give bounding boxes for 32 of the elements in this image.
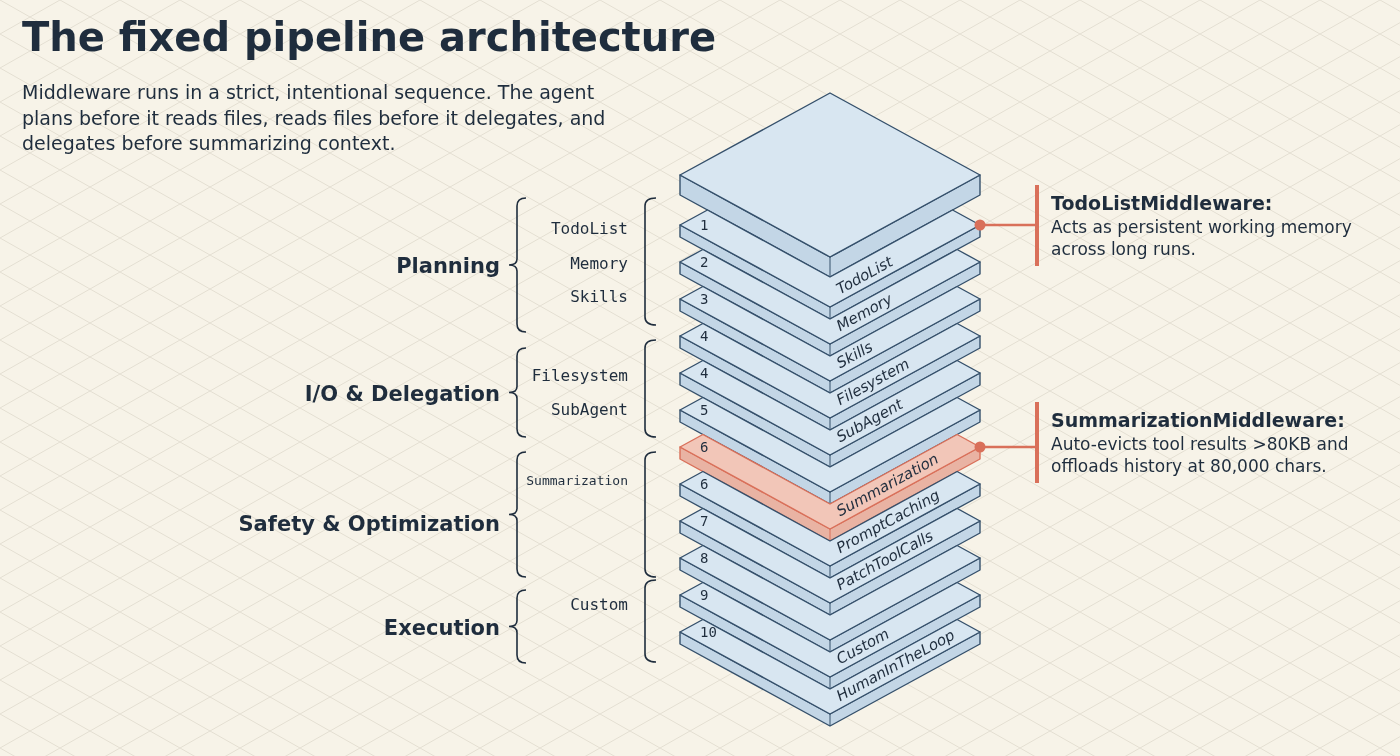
layer-number: 8: [700, 550, 709, 566]
callout-heading: TodoListMiddleware:: [1051, 191, 1274, 216]
middleware-name: Summarization: [526, 472, 628, 490]
layer-slab: [679, 618, 981, 727]
layer-number: 5: [700, 402, 709, 418]
layer-number: 2: [700, 254, 709, 270]
layer-number: 6: [700, 476, 709, 492]
layer-number: 4: [700, 365, 709, 381]
group-label: Execution: [383, 615, 500, 641]
middleware-name: TodoList: [550, 219, 628, 239]
leader-line: [974, 219, 1035, 231]
middleware-name: Filesystem: [531, 366, 628, 386]
middleware-name: Skills: [570, 287, 628, 307]
layer-number: 4: [700, 328, 709, 344]
group-label: Safety & Optimization: [238, 511, 500, 537]
middleware-name: Custom: [570, 595, 628, 615]
callout-heading: SummarizationMiddleware:: [1051, 408, 1346, 433]
layer-number: 7: [700, 513, 709, 529]
layer-number: 1: [700, 217, 709, 233]
leader-line: [974, 441, 1035, 453]
title: The fixed pipeline architecture: [22, 14, 717, 60]
group-label: Planning: [396, 253, 500, 279]
layer-number: 9: [700, 587, 709, 603]
layer-number: 6: [700, 439, 709, 455]
callout-text: Auto-evicts tool results >80KB and offloads history at 80,000 chars.: [1051, 432, 1350, 477]
subtitle: Middleware runs in a strict, intentional sequence. The agent plans before it reads files, reads files before it delegates, and delegates before summarizing context.: [22, 80, 607, 157]
layer-number: 3: [700, 291, 709, 307]
layer-number: 10: [700, 624, 717, 640]
group-label: I/O & Delegation: [304, 381, 500, 407]
middleware-name: Memory: [570, 254, 628, 274]
middleware-name: SubAgent: [550, 400, 628, 420]
callout-text: Acts as persistent working memory across long runs.: [1051, 215, 1353, 260]
